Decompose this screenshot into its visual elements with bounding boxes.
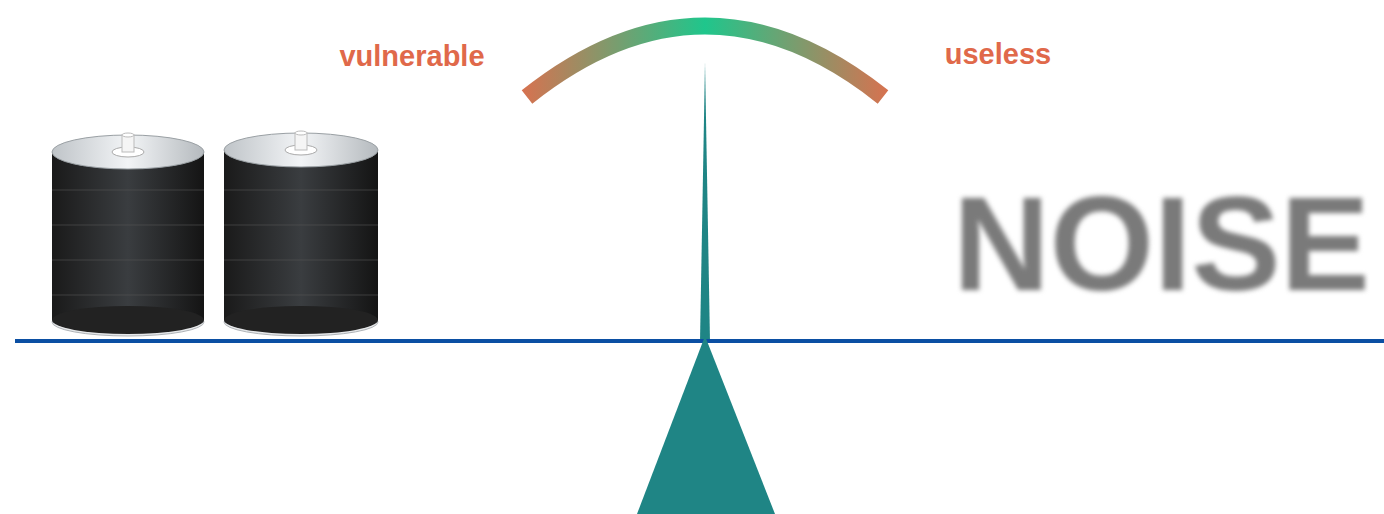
needle bbox=[700, 62, 710, 342]
fulcrum bbox=[637, 336, 775, 514]
cd-spindle bbox=[224, 131, 378, 336]
cd-spindle bbox=[52, 133, 204, 336]
gauge-label: useless bbox=[945, 40, 1051, 69]
gauge-label: vulnerable bbox=[339, 42, 484, 71]
noise-text: NOISE bbox=[953, 177, 1370, 311]
balance-beam bbox=[15, 339, 1384, 343]
